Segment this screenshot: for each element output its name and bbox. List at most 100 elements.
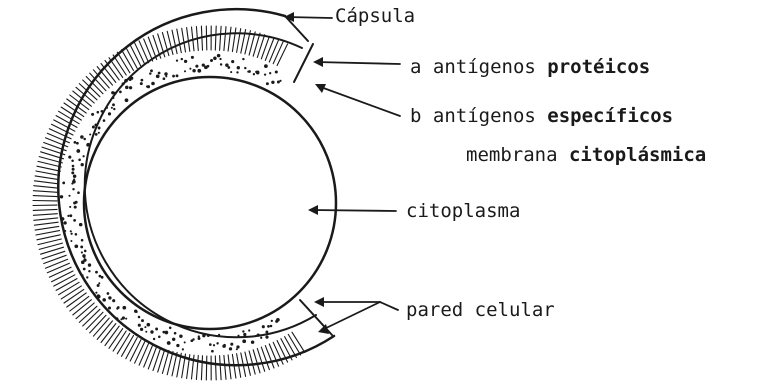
cell-wall-dot — [71, 160, 74, 163]
cell-wall-dot — [84, 250, 87, 253]
label-membrana-emph: citoplásmica — [569, 144, 706, 166]
cell-wall-dot — [129, 86, 132, 89]
capsule-hatch-line — [33, 209, 57, 210]
cell-wall-dot — [83, 258, 86, 261]
capsule-hatch-line — [38, 239, 61, 245]
cell-wall-dot — [140, 328, 143, 331]
cell-wall-dot — [87, 143, 90, 146]
cell-wall-dot — [172, 75, 175, 78]
cell-wall-dot — [149, 72, 151, 74]
cell-wall-dot — [213, 344, 215, 346]
cell-wall-dot — [111, 107, 113, 109]
cell-wall-dot — [125, 318, 127, 320]
cell-wall-dot — [207, 334, 210, 337]
cell-wall-dot — [220, 63, 222, 65]
cell-wall-dot — [88, 270, 90, 272]
cell-wall-dot — [122, 306, 126, 310]
capsule-hatch-line — [144, 39, 153, 61]
cell-wall-dot — [257, 333, 260, 336]
cell-wall-dot — [119, 91, 122, 94]
cell-wall-dot — [242, 58, 244, 60]
cell-wall-dot — [68, 156, 71, 159]
cell-wall-dot — [122, 82, 125, 85]
capsule-hatch-line — [273, 42, 283, 64]
cell-wall-dot — [150, 69, 153, 72]
cell-wall-dot — [76, 142, 79, 145]
cell-wall-dot — [115, 317, 118, 320]
capsule-hatch-line — [172, 30, 177, 53]
cell-wall-dot — [213, 57, 217, 61]
capsule-hatch-line — [45, 259, 67, 268]
cell-wall-dot — [277, 81, 280, 84]
label-pared-celular: pared celular — [406, 301, 555, 320]
cell-wall-dot — [82, 155, 84, 157]
cell-wall-dot — [112, 299, 115, 302]
capsule-hatch-line — [130, 340, 141, 361]
cell-wall-dot — [262, 325, 265, 328]
cytoplasmic-membrane — [84, 77, 336, 329]
capsule-hatch-line — [44, 255, 66, 263]
cell-wall-dot — [70, 230, 72, 232]
cell-wall-dot — [230, 343, 233, 346]
cell-wall-dot — [74, 206, 77, 209]
cell-wall-dot — [83, 268, 86, 271]
capsule-hatch-line — [265, 38, 274, 60]
cell-wall-dot — [95, 271, 98, 274]
capsule-hatch-line — [135, 43, 145, 65]
cell-wall-dot — [217, 54, 221, 58]
capsule-hatch-line — [224, 355, 226, 379]
cell-wall-dot — [80, 245, 83, 248]
capsule-hatch-line — [33, 214, 57, 216]
cell-wall-dot — [210, 59, 213, 62]
cell-wall-dot — [60, 195, 63, 198]
capsule-hatch-line — [34, 181, 58, 184]
cell-wall-dot — [106, 107, 108, 109]
cell-wall-dot — [136, 311, 138, 313]
cell-wall-dot — [75, 233, 78, 236]
capsule-hatch-line — [215, 26, 216, 50]
cell-wall-dot — [198, 337, 201, 340]
label-antigenos-especificos-emph: específicos — [547, 105, 673, 127]
cell-wall-dot — [138, 324, 141, 327]
cell-wall-dot — [64, 230, 66, 232]
label-citoplasma: citoplasma — [406, 202, 520, 221]
cell-wall-dot — [82, 254, 85, 257]
cell-wall-dot — [141, 319, 144, 322]
cell-wall-dot — [147, 85, 150, 88]
cell-wall-dot — [112, 103, 115, 106]
capsule-hatch-line — [144, 345, 153, 367]
cell-wall-dot — [266, 82, 269, 85]
cell-wall-dot — [242, 339, 246, 343]
cell-wall-dot — [141, 79, 144, 82]
cell-wall-dot — [182, 348, 184, 350]
cell-wall-dot — [181, 58, 183, 60]
cell-wall-dot — [275, 70, 278, 73]
cell-wall-dot — [138, 316, 141, 319]
cell-wall-dot — [71, 171, 74, 174]
cell-wall-dot — [101, 110, 104, 113]
cell-wall-dot — [81, 163, 84, 166]
cell-wall-dot — [77, 191, 80, 194]
capsule-hatch-line — [228, 355, 231, 379]
cell-wall-dot — [204, 65, 208, 69]
cell-wall-dot — [189, 68, 191, 70]
cell-wall-dot — [169, 327, 172, 330]
capsule-hatch-line — [35, 226, 59, 230]
cell-wall-dot — [88, 263, 91, 266]
capsule-hatch-line — [277, 44, 288, 66]
cell-wall-stippling — [60, 54, 282, 353]
cell-wall-dot — [276, 318, 280, 322]
capsule-hatch-line — [34, 218, 58, 220]
cell-wall-dot — [70, 233, 72, 235]
label-antigenos-especificos-prefix: b antígenos — [410, 105, 547, 127]
cell-wall-dot — [98, 282, 100, 284]
capsule-hatch-line — [172, 352, 177, 376]
cell-wall-dot — [264, 64, 268, 68]
capsule-hatch-line — [177, 29, 182, 53]
cell-wall-dot — [81, 251, 83, 253]
cell-wall-dot — [62, 182, 65, 185]
cell-wall-dot — [108, 112, 111, 115]
capsule-hatch-line — [47, 263, 69, 272]
capsule-hatch-line — [220, 26, 222, 50]
cell-wall-dot — [243, 333, 246, 336]
